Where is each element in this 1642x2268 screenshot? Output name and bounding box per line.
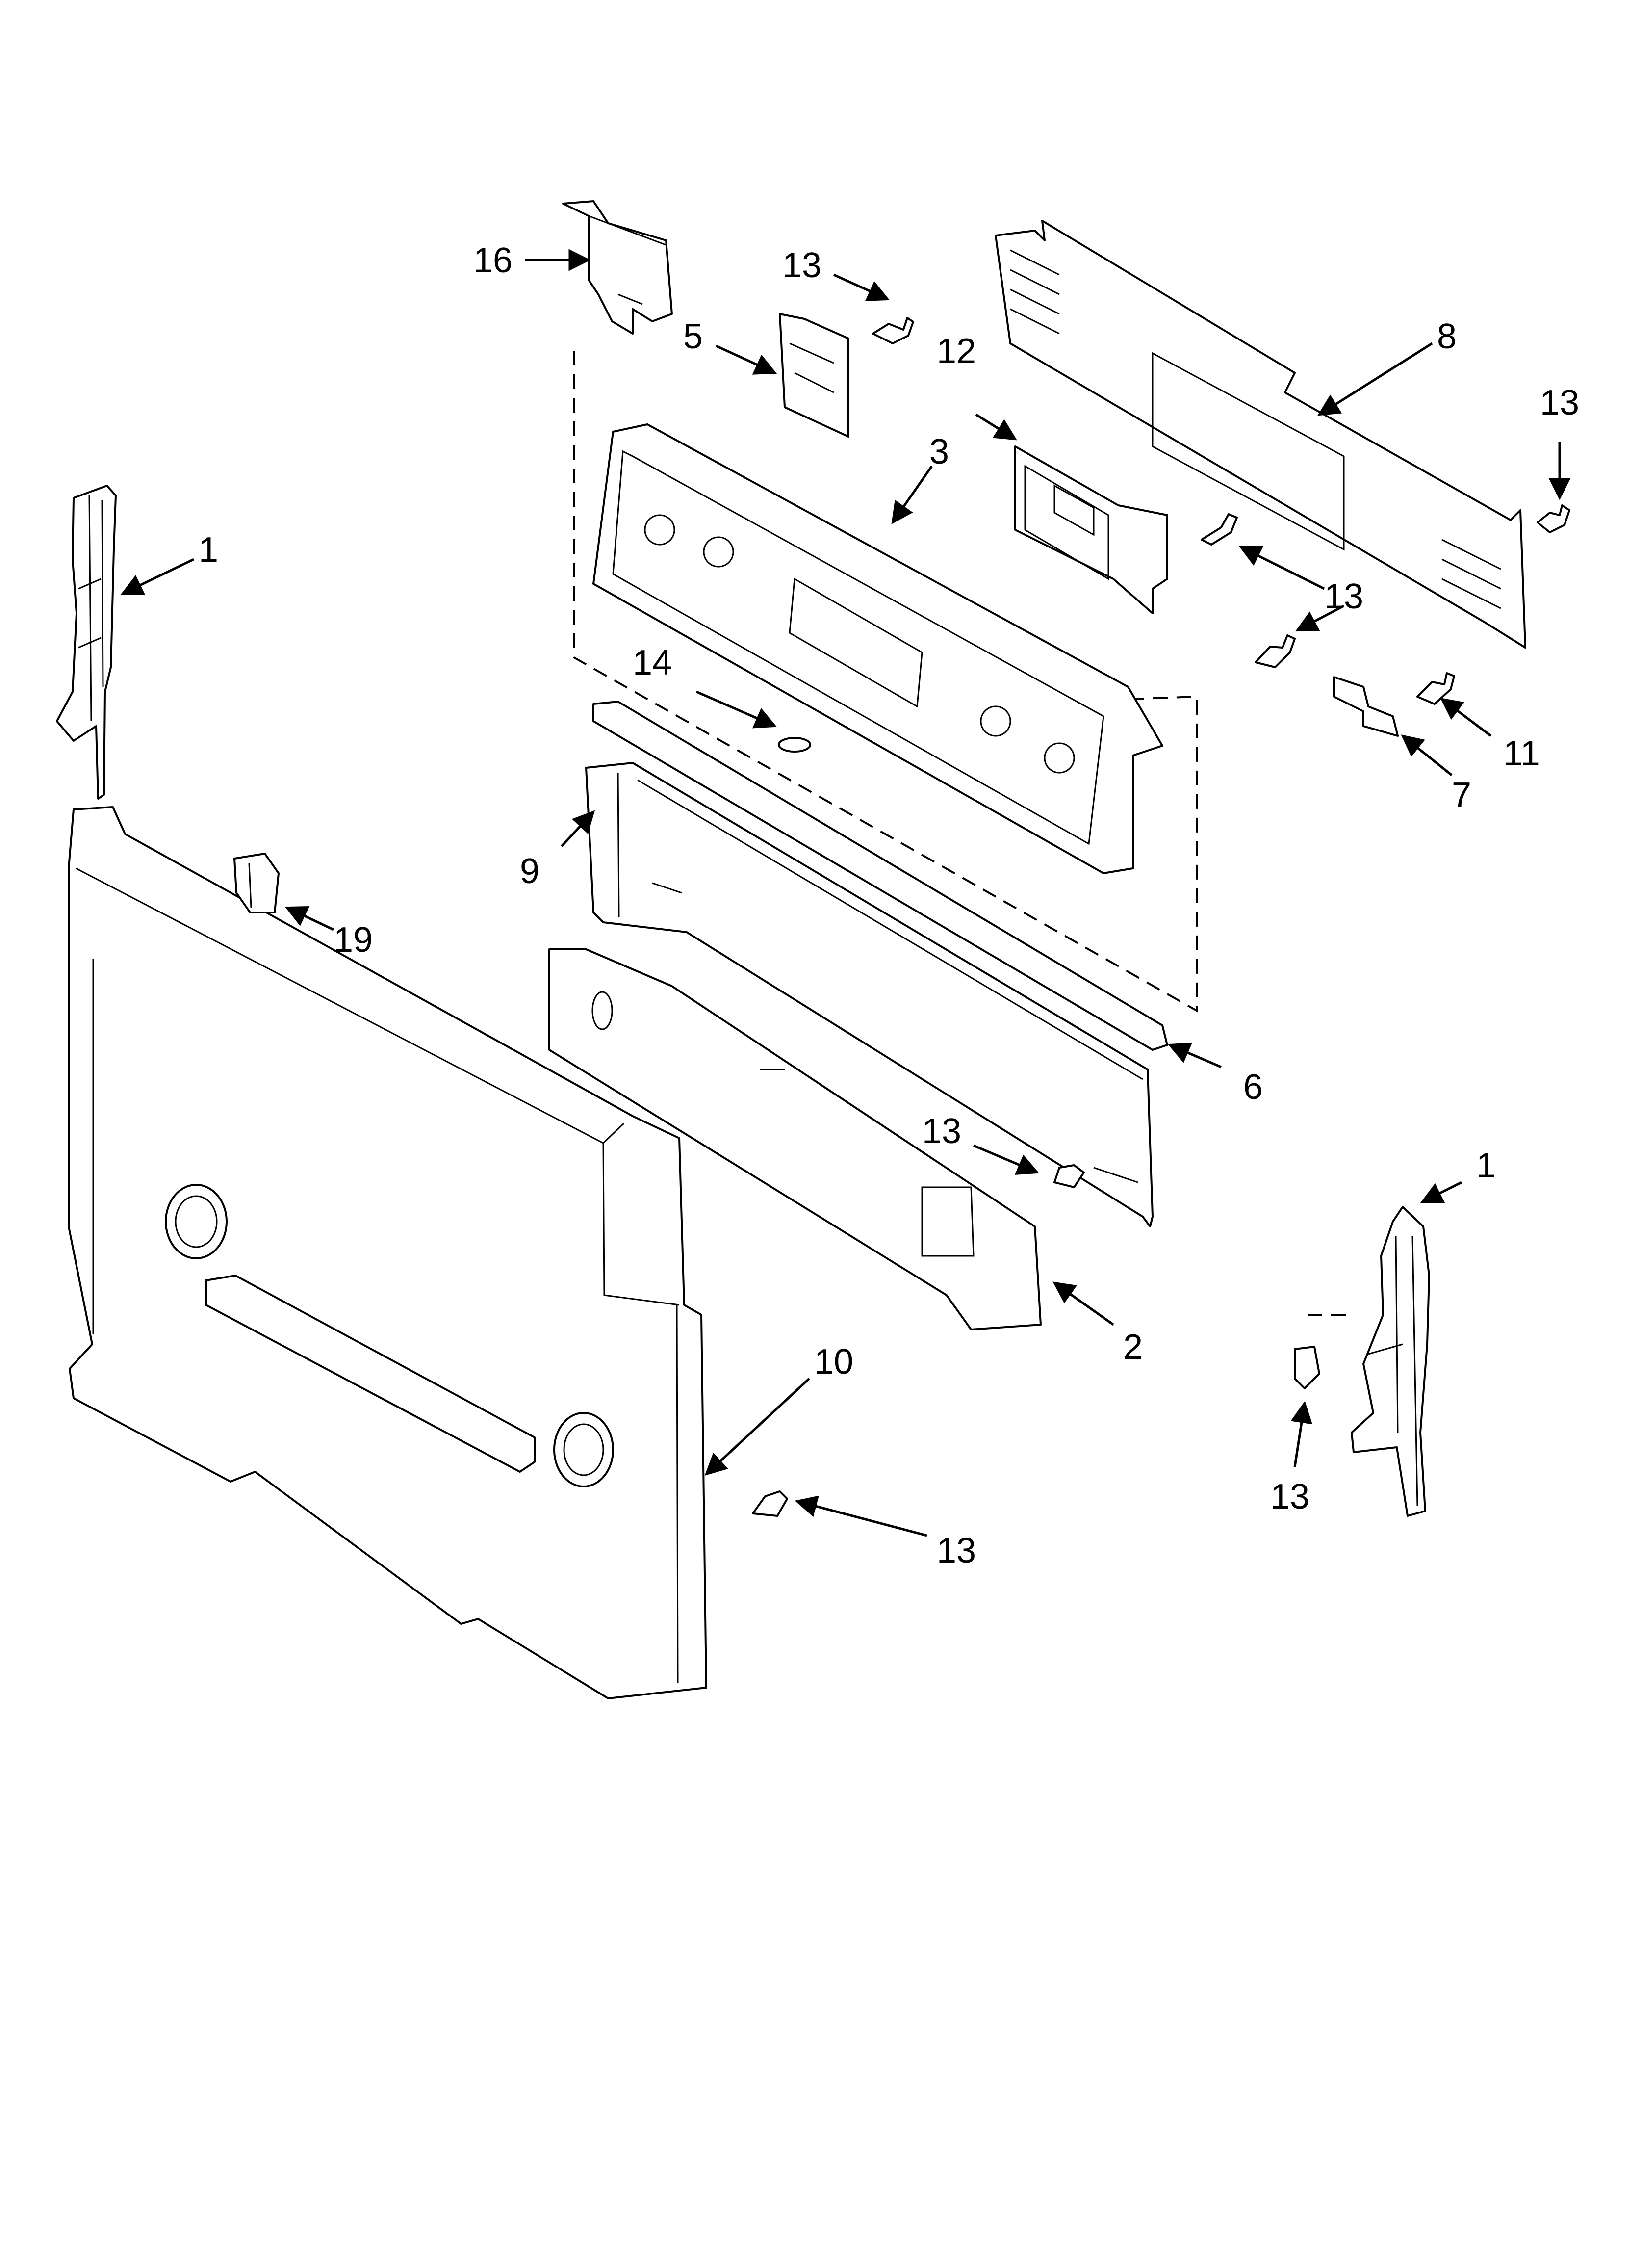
leader-19 — [284, 906, 334, 931]
callout-19: 19 — [334, 920, 373, 960]
callout-13-top: 13 — [782, 246, 821, 285]
callout-13-shield: 13 — [922, 1112, 961, 1151]
leader-13-shield — [973, 1144, 1040, 1175]
leader-13-panel — [1295, 604, 1345, 632]
callout-9: 9 — [520, 852, 539, 891]
part-1-right-side-trim — [1308, 1206, 1430, 1517]
part-1-left-side-trim — [56, 485, 117, 800]
callout-13-clock: 13 — [1324, 577, 1363, 616]
leader-3 — [891, 465, 933, 524]
callout-8: 8 — [1437, 317, 1457, 356]
leader-12 — [975, 413, 1017, 441]
callout-12: 12 — [937, 332, 976, 371]
callout-1-right: 1 — [1476, 1146, 1496, 1185]
callout-13-back: 13 — [937, 1531, 976, 1570]
leader-11 — [1440, 698, 1492, 737]
screw-13-clock — [1201, 513, 1238, 546]
screw-11 — [1416, 672, 1455, 705]
screw-13-shield — [1053, 1164, 1085, 1188]
part-14-badge — [778, 737, 811, 753]
callout-1-left: 1 — [199, 530, 218, 570]
leader-13-side — [1290, 1401, 1313, 1467]
part-5-board — [779, 313, 849, 438]
leader-13-top — [833, 273, 890, 301]
leader-10 — [704, 1378, 810, 1476]
screw-13-top — [872, 317, 914, 344]
screw-13-side — [1294, 1346, 1320, 1389]
leader-14 — [695, 690, 777, 729]
callout-10: 10 — [814, 1342, 853, 1382]
leader-6 — [1167, 1043, 1222, 1069]
leader-5 — [715, 344, 777, 375]
screw-13-right-top — [1537, 504, 1570, 533]
part-6-trim-strip — [592, 701, 1168, 1051]
callout-11: 11 — [1503, 734, 1540, 773]
callout-13-side: 13 — [1270, 1477, 1309, 1516]
callout-6: 6 — [1243, 1068, 1263, 1107]
part-7-small-bracket — [1333, 676, 1399, 737]
callout-14: 14 — [633, 643, 672, 682]
part-3-control-panel — [573, 351, 1198, 1013]
part-19-clip — [233, 853, 280, 913]
part-16-bracket — [562, 200, 673, 335]
leader-lines — [120, 249, 1571, 1537]
leader-1-left — [120, 558, 195, 595]
callout-3: 3 — [929, 432, 949, 471]
callout-2: 2 — [1123, 1328, 1143, 1367]
callout-5: 5 — [683, 317, 703, 356]
screw-13-back — [752, 1490, 788, 1517]
part-12-control-module — [1014, 445, 1168, 614]
leader-2 — [1052, 1281, 1114, 1326]
screw-13-panel — [1255, 634, 1296, 668]
leader-7 — [1401, 734, 1453, 776]
part-8-vent-bracket — [995, 220, 1526, 649]
callout-7: 7 — [1452, 776, 1471, 815]
callout-16: 16 — [473, 241, 513, 280]
callout-labels: 1 16 13 5 8 12 13 3 13 14 11 7 9 19 6 13… — [199, 241, 1579, 1570]
leader-1-right — [1420, 1181, 1462, 1203]
leader-9 — [561, 810, 595, 847]
callout-13-right-top: 13 — [1540, 383, 1579, 422]
leader-13-back — [795, 1495, 927, 1537]
part-9-panel-bracket — [585, 762, 1154, 1227]
leader-13-clock — [1238, 546, 1325, 590]
leader-8 — [1317, 342, 1433, 416]
part-10-back-panel — [68, 806, 707, 1699]
